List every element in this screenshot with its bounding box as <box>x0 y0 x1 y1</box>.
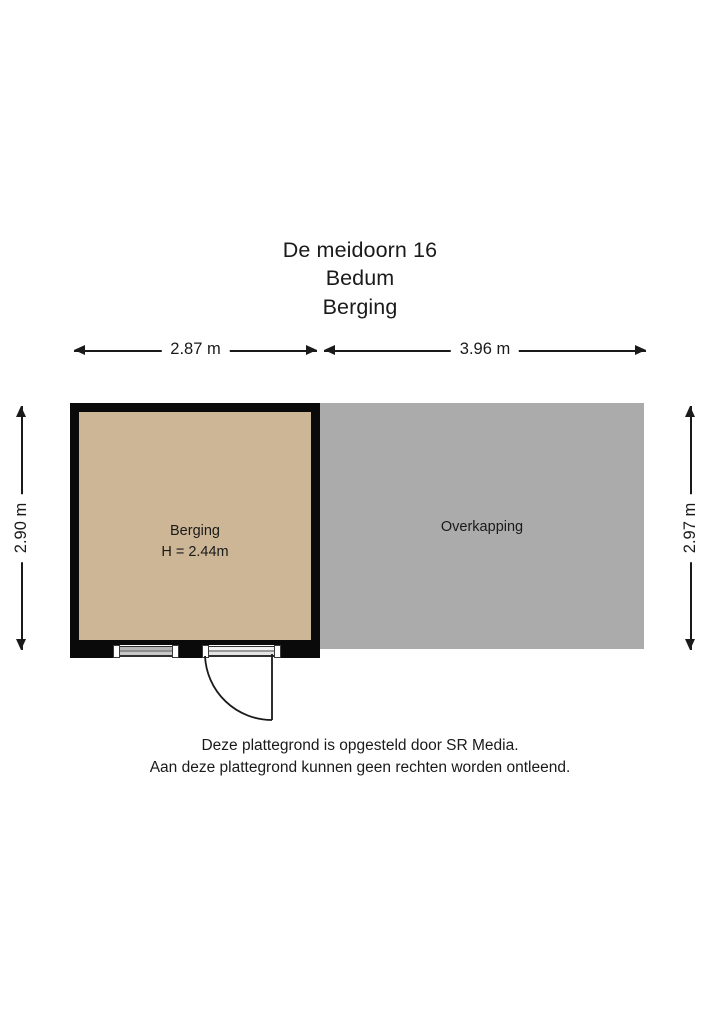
arrowhead-left-icon <box>74 344 85 355</box>
dimension-top-left: 2.87 m <box>74 337 317 361</box>
room-label-overkapping: Overkapping <box>440 519 524 535</box>
page-title-address: De meidoorn 16 <box>282 238 438 262</box>
page-title-plan-name: Berging <box>322 294 398 319</box>
dimension-left: 2.90 m <box>10 406 32 650</box>
room-label-berging: Berging <box>170 523 220 539</box>
door-swing-arc-icon <box>204 654 273 721</box>
room-floor-berging <box>79 412 311 640</box>
plan-title-block: De meidoorn 16 Bedum Berging <box>0 236 720 321</box>
dimension-label-left: 2.90 m <box>10 493 32 563</box>
arrowhead-up-icon <box>684 406 695 417</box>
door-panel <box>209 646 274 657</box>
dimension-label-top-right: 3.96 m <box>450 337 520 361</box>
arrowhead-down-icon <box>684 639 695 650</box>
disclaimer-line-1: Deze plattegrond is opgesteld door SR Me… <box>201 737 519 754</box>
dimension-label-top-left: 2.87 m <box>161 337 230 361</box>
arrowhead-right-icon <box>306 344 317 355</box>
window-jamb-left <box>113 645 120 658</box>
dimension-label-right: 2.97 m <box>679 493 701 563</box>
room-area-overkapping <box>320 403 644 649</box>
window-glazing <box>120 646 172 657</box>
door-opening <box>202 645 281 658</box>
arrowhead-left-icon <box>324 344 335 355</box>
dimension-right: 2.97 m <box>679 406 701 650</box>
arrowhead-up-icon <box>15 406 26 417</box>
page-title-city: Bedum <box>325 266 395 291</box>
arrowhead-down-icon <box>15 639 26 650</box>
door-jamb-right <box>274 645 281 658</box>
window-jamb-right <box>172 645 179 658</box>
disclaimer-line-2: Aan deze plattegrond kunnen geen rechten… <box>149 759 571 777</box>
disclaimer-block: Deze plattegrond is opgesteld door SR Me… <box>0 735 720 780</box>
room-label-berging-group: Berging H = 2.44m <box>115 521 275 563</box>
room-area-berging <box>70 403 320 658</box>
door-jamb-left <box>202 645 209 658</box>
room-height-berging: H = 2.44m <box>161 544 229 560</box>
dimension-top-right: 3.96 m <box>324 337 646 361</box>
window-opening <box>113 645 179 658</box>
arrowhead-right-icon <box>635 344 646 355</box>
